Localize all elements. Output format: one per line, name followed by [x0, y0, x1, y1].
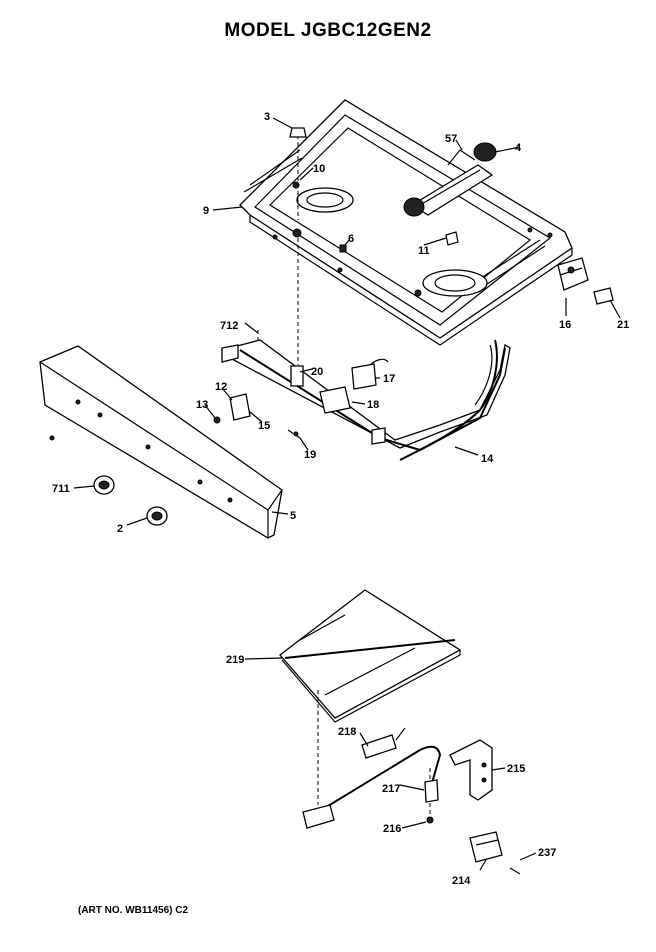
burner-shield-219 [279, 589, 462, 723]
connector-21 [593, 287, 614, 305]
callout-21: 21 [617, 319, 629, 331]
switch-17 [351, 358, 389, 390]
callout-219: 219 [226, 654, 244, 666]
valve-12-15 [213, 393, 251, 424]
knob-2 [146, 506, 168, 526]
callout-215: 215 [507, 763, 525, 775]
callout-16: 16 [559, 319, 571, 331]
igniter-218 [361, 727, 406, 759]
callout-15: 15 [258, 420, 270, 432]
burner-box-frame [239, 99, 573, 346]
callout-12: 12 [215, 381, 227, 393]
valve-assembly [403, 142, 497, 217]
callout-57: 57 [445, 133, 457, 145]
callout-218: 218 [338, 726, 356, 738]
callout-10: 10 [313, 163, 325, 175]
callout-214: 214 [452, 875, 471, 887]
page-title: MODEL JGBC12GEN2 [224, 20, 432, 41]
callout-18: 18 [367, 399, 379, 411]
callout-labels: 3 57 4 10 9 6 11 712 20 17 12 13 15 16 1… [52, 111, 629, 887]
screw-19 [287, 429, 301, 439]
callout-6: 6 [348, 233, 354, 245]
leader-lines [73, 117, 621, 871]
callout-11: 11 [418, 245, 430, 257]
callout-237: 237 [538, 847, 556, 859]
electrode-214 [469, 831, 503, 863]
bracket-215 [449, 739, 493, 801]
callout-3: 3 [264, 111, 270, 123]
callout-217: 217 [382, 783, 400, 795]
bolt-3 [289, 127, 307, 138]
art-number: (ART NO. WB11456) C2 [78, 905, 189, 916]
callout-20: 20 [311, 366, 323, 378]
callout-5: 5 [290, 510, 296, 522]
burner-tube [302, 745, 442, 829]
callout-14: 14 [481, 453, 494, 465]
callout-4: 4 [515, 142, 522, 154]
callout-216: 216 [383, 823, 401, 835]
callout-712: 712 [220, 320, 238, 332]
manifold-panel-5 [39, 345, 283, 539]
manifold-bracket [220, 339, 511, 452]
callout-19: 19 [304, 449, 316, 461]
callout-711: 711 [52, 483, 70, 495]
callout-17: 17 [383, 373, 395, 385]
callout-9: 9 [203, 205, 209, 217]
bezel-711 [93, 475, 115, 495]
thermostat-16 [557, 257, 589, 291]
callout-13: 13 [196, 399, 208, 411]
switch-18 [319, 386, 351, 414]
callout-2: 2 [117, 523, 123, 535]
